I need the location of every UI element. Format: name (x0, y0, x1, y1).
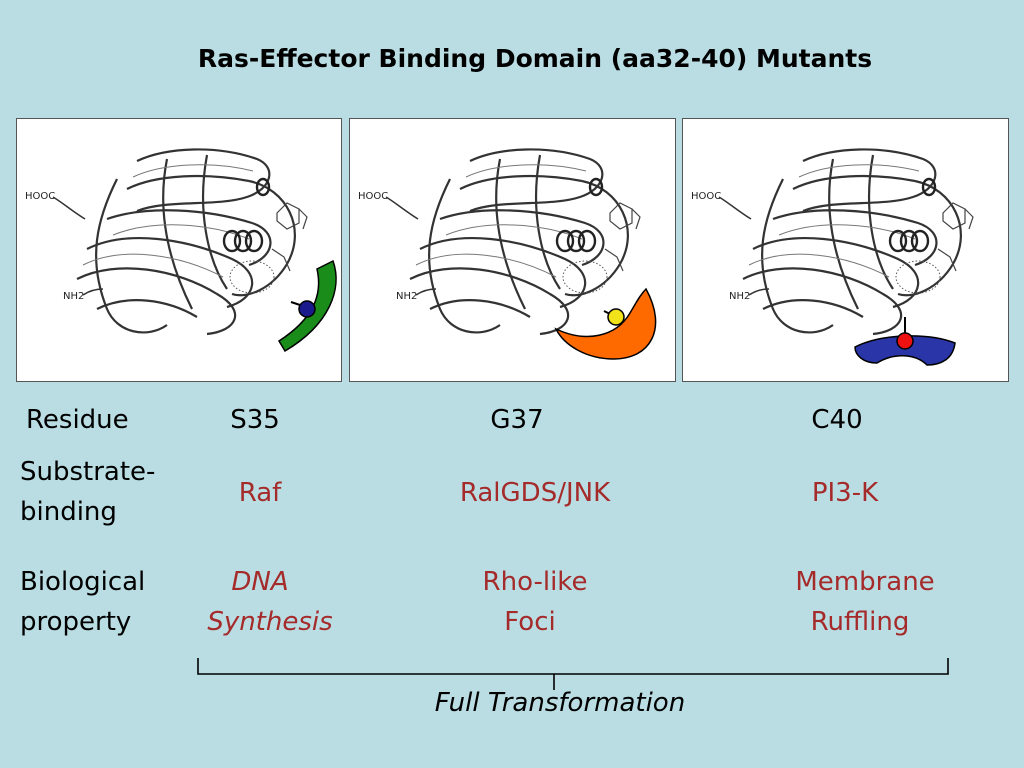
row-label-biological-line2: property (20, 607, 132, 637)
ralgds-effector-shape (554, 287, 657, 360)
property-membrane-line1: Membrane (795, 567, 935, 597)
structure-panel-g37: HOOC NH2 (349, 118, 676, 382)
residue-c40: C40 (811, 405, 863, 435)
residue-s35: S35 (230, 405, 280, 435)
binding-raf: Raf (238, 478, 282, 508)
nh2-label: NH2 (63, 291, 84, 302)
row-label-biological-line1: Biological (20, 567, 146, 597)
row-label-substrate-binding-line1: Substrate- (20, 457, 156, 487)
property-rho-line1: Rho-like (482, 567, 588, 597)
nh2-label: NH2 (729, 291, 750, 302)
structure-panel-s35: HOOC NH2 (16, 118, 342, 382)
binding-ralgds-jnk: RalGDS/JNK (459, 478, 611, 508)
nh2-label: NH2 (396, 291, 417, 302)
property-dna-line1: DNA (231, 567, 289, 597)
hooc-label: HOOC (691, 191, 721, 202)
slide-title: Ras-Effector Binding Domain (aa32-40) Mu… (197, 44, 873, 73)
ras-structure-diagram-c40: HOOC NH2 (691, 148, 974, 366)
binding-pi3k: PI3-K (811, 478, 879, 508)
raf-effector-shape (277, 259, 337, 353)
s35-residue-ball (298, 300, 316, 318)
structure-panel-c40: HOOC NH2 (682, 118, 1009, 382)
hooc-label: HOOC (358, 191, 388, 202)
full-transformation-bracket (197, 658, 949, 690)
property-membrane-line2: Ruffling (810, 607, 910, 637)
residue-g37: G37 (490, 405, 544, 435)
ras-structure-diagram-g37: HOOC NH2 (358, 148, 657, 360)
row-label-substrate-binding-line2: binding (20, 497, 117, 527)
row-label-residue: Residue (26, 405, 129, 435)
property-rho-line2: Foci (504, 607, 556, 637)
g37-residue-ball (607, 308, 625, 326)
footer-full-transformation: Full Transformation (434, 688, 686, 718)
property-dna-line2: Synthesis (207, 607, 333, 637)
ras-structure-diagram-s35: HOOC NH2 (25, 148, 337, 353)
hooc-label: HOOC (25, 191, 55, 202)
pi3k-effector-shape (854, 335, 956, 366)
c40-residue-ball (896, 332, 914, 350)
